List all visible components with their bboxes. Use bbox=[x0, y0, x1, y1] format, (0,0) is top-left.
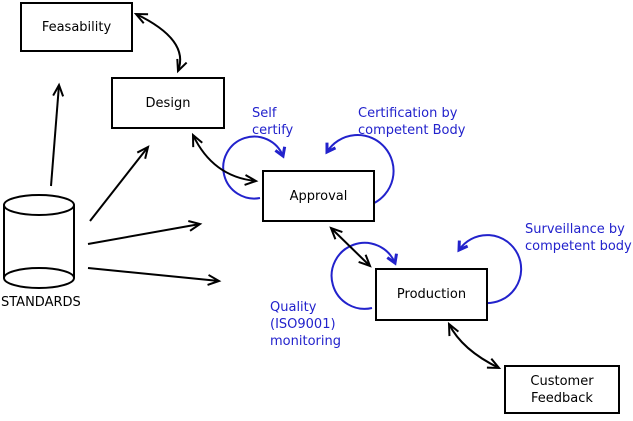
arrow-production-customer-feedback bbox=[447, 321, 502, 370]
node-customer-feedback: Customer Feedback bbox=[504, 365, 620, 414]
node-production-label: Production bbox=[396, 287, 467, 302]
arrow-standards-to-design bbox=[89, 145, 150, 222]
node-customer-feedback-label: Customer Feedback bbox=[530, 373, 594, 406]
node-production: Production bbox=[375, 268, 488, 321]
arrow-approval-production bbox=[329, 226, 372, 268]
certification-annotation: Certification by competent Body bbox=[358, 106, 466, 138]
node-design: Design bbox=[111, 77, 225, 129]
certification-loop bbox=[325, 134, 395, 205]
surveillance-annotation: Surveillance by competent body bbox=[525, 222, 632, 254]
standards-label: STANDARDS bbox=[1, 295, 81, 310]
node-approval: Approval bbox=[262, 170, 375, 222]
node-design-label: Design bbox=[145, 95, 191, 111]
self-certify-annotation: Self certify bbox=[252, 106, 294, 138]
arrow-standards-to-approval bbox=[87, 220, 203, 245]
standards-cylinder bbox=[3, 194, 75, 289]
quality-monitoring-annotation: Quality (ISO9001) monitoring bbox=[270, 300, 341, 349]
arrow-standards-to-feasability bbox=[50, 82, 65, 187]
node-feasability: Feasability bbox=[20, 2, 133, 52]
arrow-design-approval bbox=[191, 132, 259, 186]
arrow-standards-to-production bbox=[87, 267, 222, 286]
surveillance-loop bbox=[457, 234, 523, 305]
arrow-feasability-design bbox=[133, 12, 188, 74]
node-approval-label: Approval bbox=[289, 188, 348, 204]
node-feasability-label: Feasability bbox=[41, 19, 112, 35]
